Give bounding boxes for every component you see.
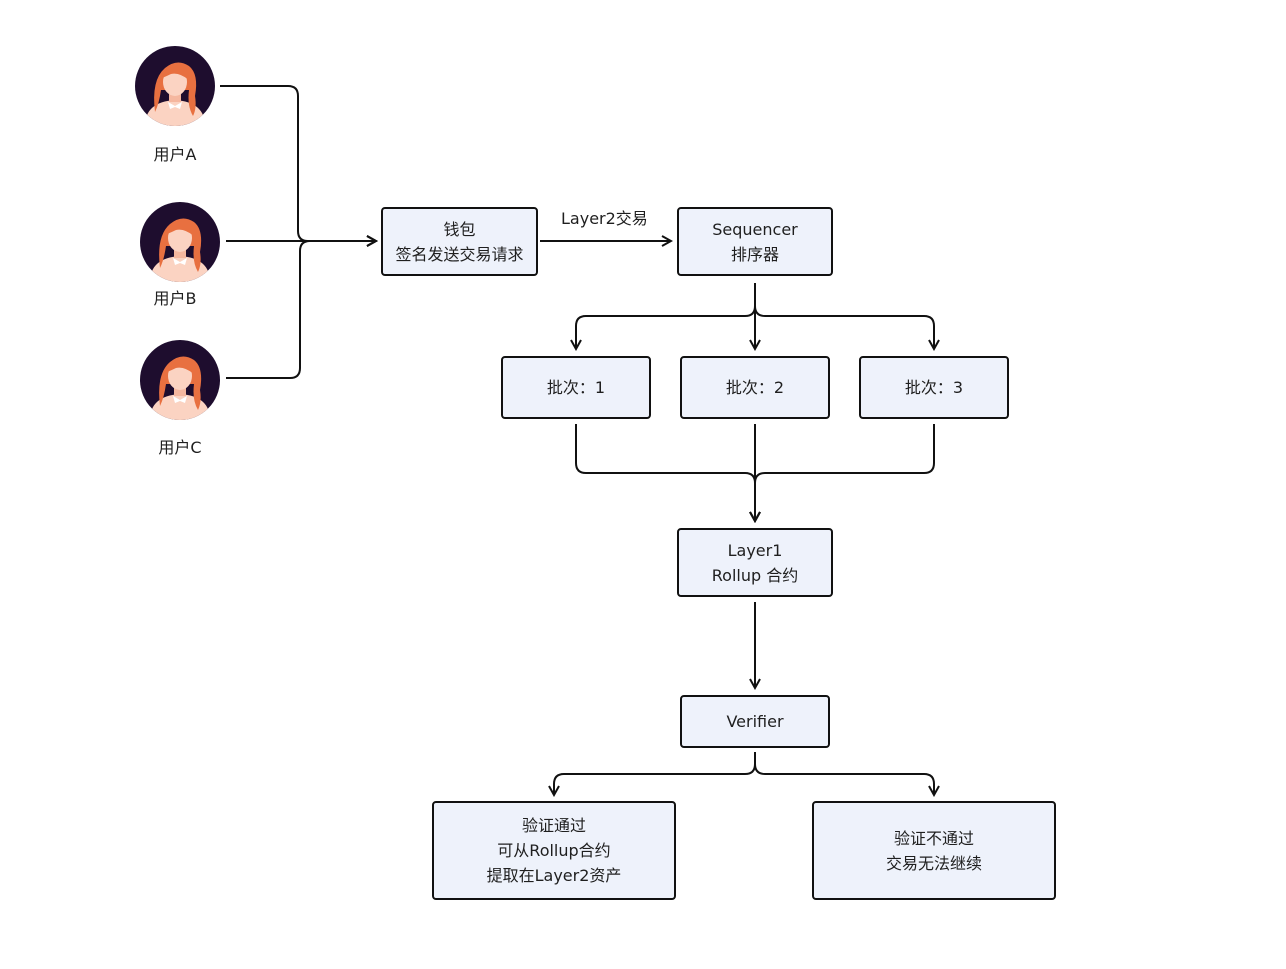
connector-batch-3-layer1 [755, 424, 935, 521]
user-a-avatar [135, 46, 215, 126]
wallet-node: 钱包 签名发送交易请求 [381, 207, 538, 276]
batch-2-label: 批次：2 [725, 378, 785, 397]
verifier-label: Verifier [726, 712, 784, 731]
batch-1-label: 批次：1 [546, 378, 606, 397]
verification-fail-node: 验证不通过 交易无法继续 [812, 801, 1056, 900]
batch-1-node: 批次：1 [501, 356, 651, 419]
edge-label-layer2-tx: Layer2交易 [561, 209, 648, 228]
fail-line-2: 交易无法继续 [885, 853, 982, 873]
sequencer-subtitle: 排序器 [730, 244, 779, 264]
sequencer-title: Sequencer [712, 219, 798, 239]
verifier-node: Verifier [680, 695, 830, 748]
pass-line-1: 验证通过 [521, 816, 586, 835]
wallet-title: 钱包 [443, 219, 476, 239]
pass-line-2: 可从Rollup合约 [497, 841, 611, 860]
connector-verifier-pass [554, 752, 756, 795]
connector-user-a [220, 85, 376, 241]
connector-sequencer-batch-1 [576, 283, 756, 349]
batch-3-label: 批次：3 [904, 378, 964, 397]
fail-line-1: 验证不通过 [893, 828, 974, 848]
layer1-rollup-node: Layer1 Rollup 合约 [677, 528, 833, 597]
verification-pass-node: 验证通过 可从Rollup合约 提取在Layer2资产 [432, 801, 676, 900]
connector-sequencer-batch-3 [754, 283, 934, 349]
user-c-label: 用户C [158, 438, 202, 457]
layer1-subtitle: Rollup 合约 [711, 565, 799, 585]
user-c-avatar [140, 340, 220, 420]
batch-3-node: 批次：3 [859, 356, 1009, 419]
user-b-avatar [140, 202, 220, 282]
connector-verifier-fail [754, 752, 934, 795]
pass-line-3: 提取在Layer2资产 [486, 866, 622, 885]
user-b-label: 用户B [153, 289, 197, 308]
user-a-label: 用户A [153, 145, 197, 164]
connector-batch-1-layer1 [575, 424, 755, 521]
sequencer-node: Sequencer 排序器 [677, 207, 833, 276]
connector-user-c [226, 241, 376, 379]
batch-2-node: 批次：2 [680, 356, 830, 419]
layer1-title: Layer1 [727, 540, 783, 560]
wallet-subtitle: 签名发送交易请求 [395, 244, 524, 264]
